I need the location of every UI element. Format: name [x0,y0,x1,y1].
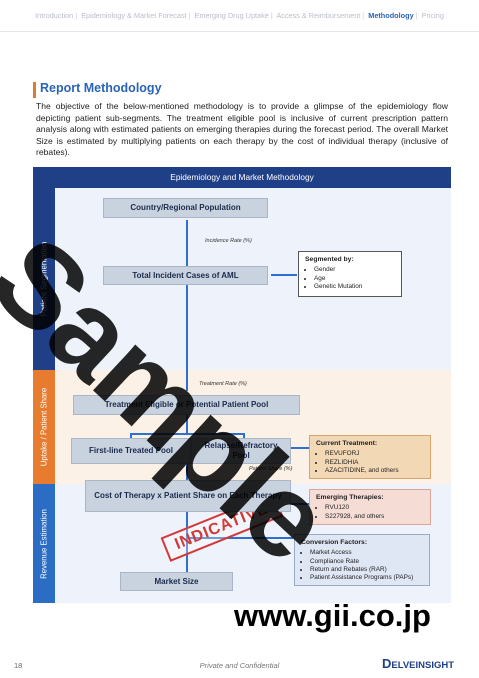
connector-line [186,537,293,539]
factor-item: Patient Assistance Programs (PAPs) [310,574,423,582]
band-label: Patient Segmentation [39,241,49,317]
side-tab-revenue: Revenue Estimation [33,484,55,603]
delveinsight-logo: DELVEINSIGHT [382,656,454,671]
watermark-url: www.gii.co.jp [234,598,431,633]
factor-item: Compliance Rate [310,558,423,566]
therapy-item: S227928, and others [325,513,424,521]
connector-line [130,433,244,435]
segment-item: Gender [314,266,395,274]
band-label: Revenue Estimation [39,508,49,579]
total-cases-box: Total Incident Cases of AML [103,266,268,285]
side-tab-uptake: Uptake / Patient Share [33,370,55,484]
nav-item-pricing[interactable]: Pricing [421,11,444,20]
segmented-by-box: Segmented by: Gender Age Genetic Mutatio… [298,251,402,297]
conversion-factors-box: Conversion Factors: Market Access Compli… [294,534,430,586]
nav-item-introduction[interactable]: Introduction [35,11,74,20]
connector-line [130,433,132,439]
segmented-title: Segmented by: [305,256,354,263]
connector-line [186,512,188,572]
connector-line [186,285,188,391]
connector-line [186,462,188,480]
band-label: Uptake / Patient Share [39,387,49,467]
segment-item: Genetic Mutation [314,283,395,291]
population-box: Country/Regional Population [103,198,268,218]
treatment-item: AZACITIDINE, and others [325,467,424,475]
segment-item: Age [314,275,395,283]
logo-d-icon: D [382,656,392,671]
nav-item-access[interactable]: Access & Reimbursement [276,11,361,20]
top-navigation: Introduction| Epidemiology & Market Fore… [35,11,444,20]
connector-line [291,503,309,505]
treatment-item: REVUFORJ [325,450,424,458]
incidence-rate-label: Incidence Rate (%) [205,238,252,244]
current-treatment-box: Current Treatment: REVUFORJ REZLIDHIA AZ… [309,435,431,479]
connector-line [291,447,309,449]
logo-text: ELVEINSIGHT [391,660,455,671]
diagram-header: Epidemiology and Market Methodology [33,167,451,188]
first-line-box: First-line Treated Pool [71,438,191,464]
connector-line [186,220,188,266]
connector-line [186,415,188,433]
footer-confidential: Private and Confidential [199,661,280,670]
emerging-therapies-box: Emerging Therapies: RVU120 S227928, and … [309,489,431,525]
nav-item-methodology[interactable]: Methodology [368,11,414,20]
connector-line [271,274,297,276]
intro-paragraph: The objective of the below-mentioned met… [36,101,448,158]
treatment-item: REZLIDHIA [325,459,424,467]
factor-item: Market Access [310,549,423,557]
nav-item-emerging-drug[interactable]: Emerging Drug Uptake [194,11,269,20]
patient-share-label: Patient Share (%) [249,466,293,472]
treatment-rate-label: Treatment Rate (%) [199,381,247,387]
emerging-title: Emerging Therapies: [316,494,384,501]
title-accent-bar [33,82,36,98]
side-tab-segmentation: Patient Segmentation [33,188,55,370]
therapy-item: RVU120 [325,504,424,512]
current-title: Current Treatment: [316,440,378,447]
cost-box: Cost of Therapy x Patient Share on Each … [85,480,291,512]
methodology-diagram: Epidemiology and Market Methodology Pati… [33,167,451,603]
market-size-box: Market Size [120,572,233,591]
header-divider [0,31,479,32]
page-number: 18 [14,661,23,670]
connector-line [243,433,245,439]
eligible-pool-box: Treatment Eligible or Potential Patient … [73,395,300,415]
factor-item: Return and Rebates (RAR) [310,566,423,574]
section-title: Report Methodology [40,81,162,95]
nav-item-epidemiology[interactable]: Epidemiology & Market Forecast [81,11,187,20]
relapse-box: Relapse/Refractory Pool [191,438,291,464]
conversion-title: Conversion Factors: [301,539,368,546]
